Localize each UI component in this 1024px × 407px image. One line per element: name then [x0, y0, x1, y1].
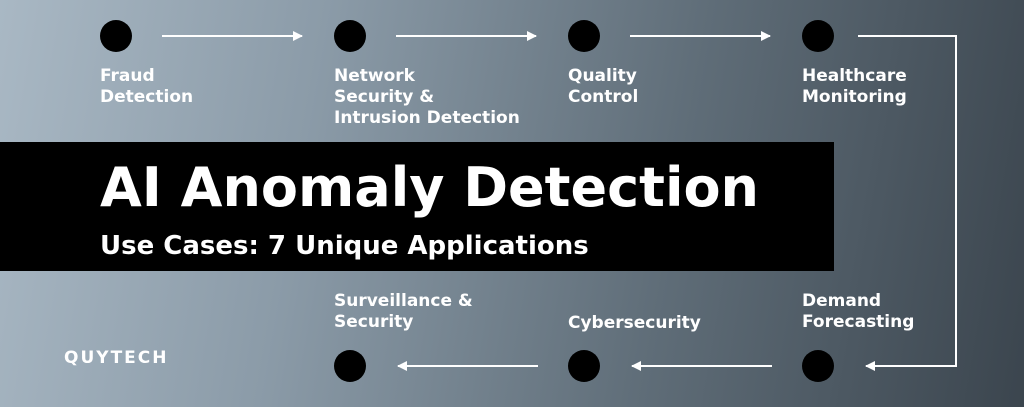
node-cybersecurity-dot [568, 350, 600, 382]
node-network-security-label: Network Security & Intrusion Detection [334, 66, 520, 128]
arrow-4-to-5 [858, 35, 957, 371]
node-demand-forecasting-dot [802, 350, 834, 382]
node-quality-control-dot [568, 20, 600, 52]
brand-logo: QUYTECH [64, 348, 169, 368]
node-fraud-detection-label: Fraud Detection [100, 66, 194, 107]
node-cybersecurity-label: Cybersecurity [568, 313, 701, 333]
page-title: AI Anomaly Detection [100, 156, 759, 219]
page-subtitle: Use Cases: 7 Unique Applications [100, 231, 589, 261]
title-banner [0, 142, 834, 271]
node-healthcare-monitoring-dot [802, 20, 834, 52]
node-healthcare-monitoring-label: Healthcare Monitoring [802, 66, 907, 107]
node-demand-forecasting-label: Demand Forecasting [802, 291, 915, 332]
node-fraud-detection-dot [100, 20, 132, 52]
node-surveillance-security-dot [334, 350, 366, 382]
node-network-security-dot [334, 20, 366, 52]
node-surveillance-security-label: Surveillance & Security [334, 291, 473, 332]
node-quality-control-label: Quality Control [568, 66, 639, 107]
